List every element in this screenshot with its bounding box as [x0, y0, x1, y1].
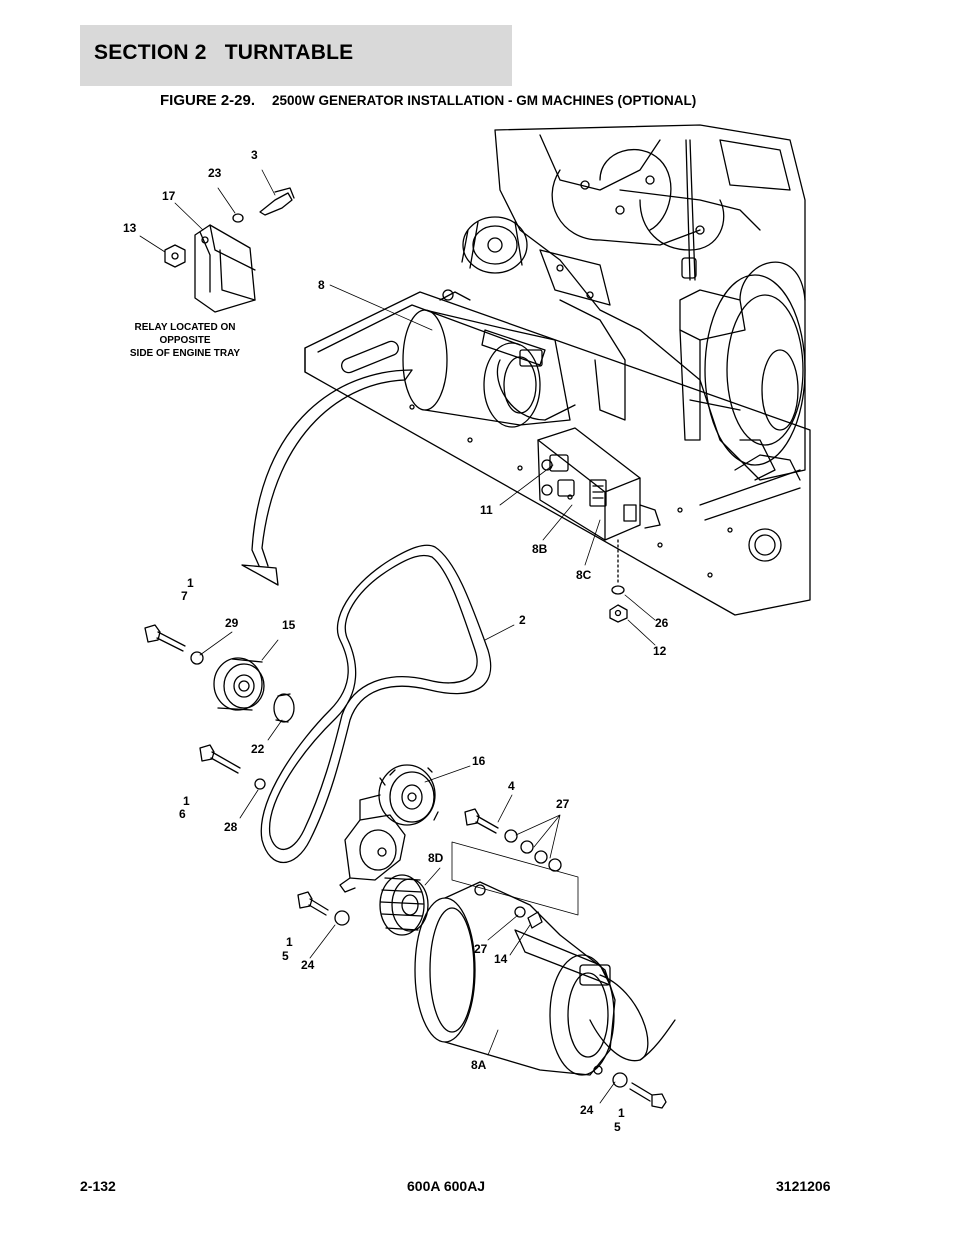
callout-16-top: 1	[183, 794, 190, 808]
relay-assembly	[164, 187, 295, 313]
svg-text:OPPOSITE: OPPOSITE	[159, 335, 210, 346]
callout-8a: 8A	[471, 1058, 487, 1072]
figure-number: FIGURE 2-29.	[160, 92, 256, 109]
callout-15b-top: 1	[618, 1106, 625, 1120]
idler-pulley	[144, 624, 295, 723]
callout-24b: 24	[580, 1103, 594, 1117]
curved-arrow	[241, 369, 413, 586]
relay-note: RELAY LOCATED ON OPPOSITE SIDE OF ENGINE…	[130, 322, 241, 359]
callout-8b: 8B	[532, 542, 548, 556]
callout-17b-top: 1	[187, 576, 194, 590]
callout-14: 14	[494, 952, 508, 966]
callout-15a-bottom: 5	[282, 949, 289, 963]
drive-belt	[260, 544, 492, 864]
washer-nut	[609, 585, 628, 623]
section-header: SECTION 2 TURNTABLE	[80, 25, 512, 86]
document-number: 3121206	[776, 1178, 831, 1194]
callout-3: 3	[251, 148, 258, 162]
page-number: 2-132	[80, 1178, 116, 1194]
callout-23: 23	[208, 166, 222, 180]
figure-caption: 2500W GENERATOR INSTALLATION - GM MACHIN…	[272, 93, 697, 108]
callout-8: 8	[318, 278, 325, 292]
model-name: 600A 600AJ	[407, 1178, 486, 1194]
callout-8d: 8D	[428, 851, 444, 865]
control-box	[537, 427, 661, 586]
callouts: 3 23 17 13 8 11 8B 8C 26 12 1 7 29 15 2 …	[123, 148, 669, 1134]
callout-28: 28	[224, 820, 238, 834]
generator-body	[414, 881, 676, 1076]
callout-2: 2	[519, 613, 526, 627]
callout-26: 26	[655, 616, 669, 630]
callout-17b-bottom: 7	[181, 589, 188, 603]
callout-27b: 27	[474, 942, 488, 956]
generator-installed	[402, 289, 576, 428]
callout-8c: 8C	[576, 568, 592, 582]
callout-27: 27	[556, 797, 570, 811]
section-title: SECTION 2 TURNTABLE	[94, 41, 354, 64]
callout-11: 11	[480, 503, 493, 517]
engine-tray	[304, 291, 811, 616]
bolt-right	[612, 1072, 667, 1109]
callout-13: 13	[123, 221, 137, 235]
callout-17: 17	[162, 189, 176, 203]
callout-16: 16	[472, 754, 486, 768]
callout-4: 4	[508, 779, 515, 793]
callout-15: 15	[282, 618, 296, 632]
callout-16-bottom: 6	[179, 807, 186, 821]
callout-24: 24	[301, 958, 315, 972]
callout-15b-bottom: 5	[614, 1120, 621, 1134]
engine-alternator	[461, 216, 626, 421]
generator-pulley	[379, 874, 429, 936]
mounting-hardware	[451, 808, 579, 916]
svg-text:SIDE OF ENGINE TRAY: SIDE OF ENGINE TRAY	[130, 348, 241, 359]
callout-12: 12	[653, 644, 667, 658]
callout-15a-top: 1	[286, 935, 293, 949]
engine-block	[494, 124, 806, 481]
bolt-left	[297, 891, 350, 926]
callout-22: 22	[251, 742, 265, 756]
callout-29: 29	[225, 616, 239, 630]
svg-text:RELAY LOCATED ON: RELAY LOCATED ON	[135, 322, 236, 333]
belt-tensioner	[199, 744, 439, 893]
leader-lines	[139, 169, 656, 1104]
